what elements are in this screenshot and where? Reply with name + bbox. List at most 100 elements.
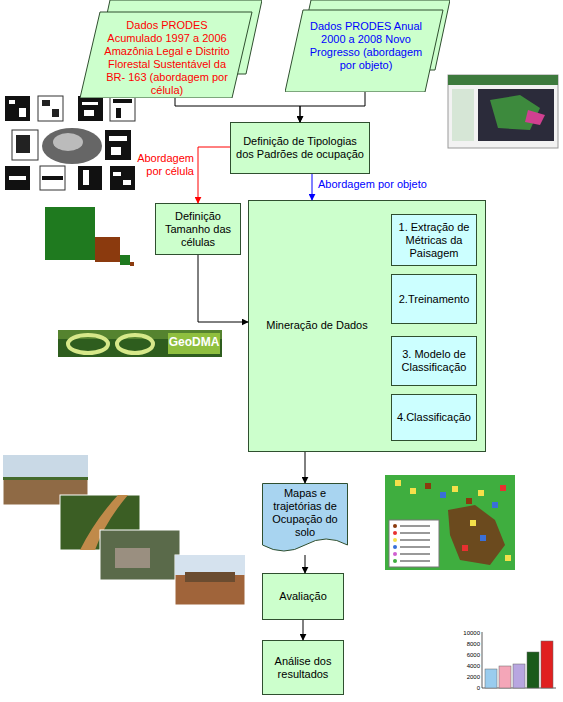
axis-tick-label: 2000 (458, 674, 480, 681)
thumbnail-patch (19, 108, 26, 117)
connector (198, 255, 248, 322)
thumbnail-blob (42, 128, 102, 164)
screenshot-header (448, 75, 558, 85)
prodes-screenshot (448, 75, 558, 148)
step-box: 2.Treinamento (391, 274, 477, 324)
thumbnail (110, 96, 135, 121)
node-text: Definição Tamanho das células (160, 210, 236, 249)
chart-axis (482, 632, 483, 688)
node-text: Mapas e trajetórias de Ocupação do solo (265, 487, 345, 539)
banner-logo-box (168, 333, 220, 354)
connector (300, 92, 365, 122)
map-legend-line (400, 553, 430, 555)
node-text: Avaliação (279, 590, 327, 603)
thumbnail-patch (113, 99, 132, 103)
map-cell (466, 498, 472, 504)
map-cell (478, 490, 484, 496)
process-box: Definição de Tipologias dos Padrões de o… (230, 122, 370, 174)
node-text: 2.Treinamento (399, 293, 470, 306)
axis-tick-label: 8000 (458, 641, 480, 648)
map-legend-line (400, 532, 430, 534)
map-cell (480, 535, 486, 541)
chart-bar (499, 666, 511, 688)
map-cell (440, 492, 446, 498)
map-cell (470, 520, 476, 526)
step-box: 3. Modelo de Classificação (391, 336, 477, 386)
map-cell (452, 486, 458, 492)
cell-size-squares (45, 207, 134, 266)
banner-logo-text: GeoDMA (168, 336, 220, 349)
cell-square (95, 237, 120, 262)
document-shape: Mapas e trajetórias de Ocupação do solo (262, 483, 348, 555)
map-background (385, 475, 515, 570)
node-text: Definição de Tipologias dos Padrões de o… (235, 135, 365, 161)
node-text: 3. Modelo de Classificação (396, 348, 472, 374)
map-cell (500, 485, 506, 491)
field-photos (3, 455, 245, 605)
cell-square (120, 255, 130, 265)
photo-sky (3, 455, 88, 477)
thumbnail-patch (42, 100, 50, 106)
thumbnail-patch (123, 180, 131, 185)
node-text: 4.Classificação (397, 411, 471, 424)
thumbnail (40, 166, 65, 190)
thumbnail-patch (84, 110, 94, 116)
banner-swirl (68, 335, 108, 353)
chart-bar (541, 641, 553, 688)
chart-bar (485, 669, 497, 688)
thumbnail-blob (53, 133, 83, 151)
bar-chart (482, 632, 556, 688)
chart-bar (527, 652, 539, 688)
screenshot-menu (452, 89, 474, 141)
map-deforested (448, 505, 505, 565)
thumbnail-patch (116, 108, 121, 118)
thumbnail-patch (83, 170, 89, 185)
screenshot-frame (448, 75, 558, 148)
geodma-banner (58, 330, 222, 357)
thumbnail-patch (111, 147, 121, 155)
edge-label: Abordagem por célula (128, 152, 194, 178)
pattern-thumbnails (5, 96, 135, 190)
thumbnail (12, 130, 38, 160)
photo (175, 555, 245, 605)
thumbnail (105, 130, 131, 160)
chart-bar (513, 664, 525, 688)
node-text: Dados PRODES Anual 2000 a 2008 Novo Prog… (305, 20, 427, 72)
process-box: Análise dos resultados (262, 640, 344, 695)
map-legend-dot (393, 531, 397, 535)
node-text: Análise dos resultados (267, 655, 339, 681)
map-legend-line (400, 525, 430, 527)
banner-swirl (117, 335, 153, 353)
thumbnail-patch (82, 102, 98, 105)
connector (198, 147, 230, 203)
thumbnail (5, 166, 30, 190)
photo-treeline (3, 477, 88, 480)
thumbnail-patch (113, 172, 121, 176)
axis-tick-label: 10000 (458, 630, 480, 637)
map-legend-line (400, 560, 430, 562)
node-text: Dados PRODES Acumulado 1997 a 2006 Amazô… (104, 19, 230, 97)
occupation-map (385, 475, 515, 570)
connector (175, 98, 300, 122)
map-cell (462, 545, 468, 551)
thumbnail-patch (9, 176, 26, 180)
cell-square (45, 207, 95, 260)
thumbnail (110, 166, 135, 190)
axis-tick-label: 4000 (458, 663, 480, 670)
photo (100, 530, 180, 580)
node-text: Mineração de Dados (257, 319, 377, 332)
map-cell (410, 488, 416, 494)
group-box: Mineração de Dados1. Extração de Métrica… (248, 200, 486, 452)
process-box: Avaliação (262, 573, 344, 620)
map-legend-line (400, 539, 430, 541)
thumbnail-patch (42, 176, 63, 180)
document-outline-path (263, 484, 348, 552)
connector (312, 174, 313, 200)
thumbnail (5, 96, 30, 121)
map-legend-dot (393, 538, 397, 542)
thumbnail-patch (52, 109, 59, 117)
